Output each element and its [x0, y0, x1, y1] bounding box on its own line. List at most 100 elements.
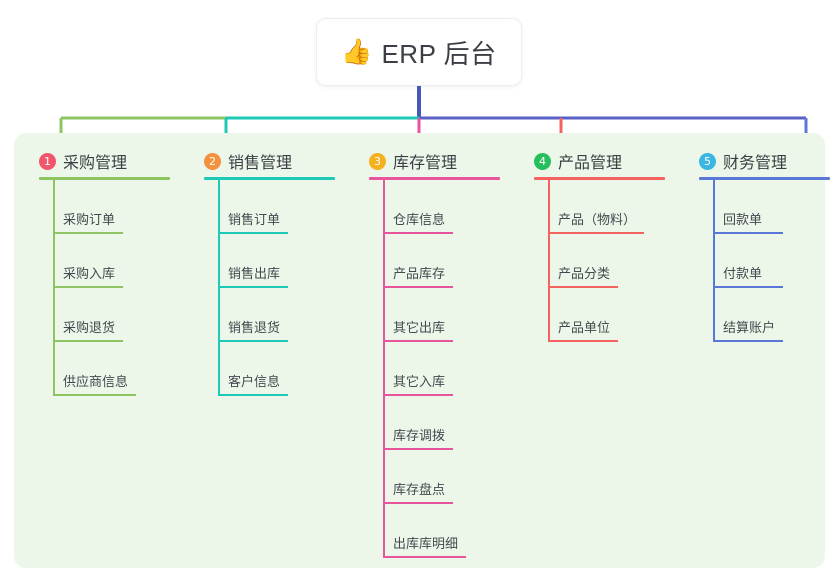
branch-header[interactable]: 5 财务管理: [687, 142, 839, 180]
branch-item[interactable]: 仓库信息: [357, 180, 517, 234]
branch-item-underline: [548, 340, 618, 342]
branches-panel: [14, 133, 825, 568]
branch-item-underline: [383, 448, 453, 450]
branch-column: 1 采购管理采购订单采购入库采购退货供应商信息: [27, 142, 187, 396]
branch-item[interactable]: 库存盘点: [357, 450, 517, 504]
branch-item-label: 回款单: [723, 212, 763, 227]
branch-item-list: 销售订单销售出库销售退货客户信息: [192, 180, 352, 396]
branch-item-label: 采购入库: [63, 266, 116, 281]
branch-item[interactable]: 产品（物料）: [522, 180, 682, 234]
branch-item-label: 采购订单: [63, 212, 116, 227]
branch-item[interactable]: 采购入库: [27, 234, 187, 288]
branch-item[interactable]: 库存调拨: [357, 396, 517, 450]
branch-number-badge: 2: [204, 152, 221, 170]
branch-column: 4 产品管理产品（物料） 产品分类产品单位: [522, 142, 682, 342]
branch-item-underline: [53, 232, 123, 234]
branch-item-list: 仓库信息产品库存其它出库其它入库库存调拨库存盘点出库库明细: [357, 180, 517, 558]
branch-column: 2 销售管理销售订单销售出库销售退货客户信息: [192, 142, 352, 396]
branch-item-label: 产品（物料）: [558, 212, 637, 227]
branch-item-underline: [713, 340, 783, 342]
branch-item[interactable]: 销售订单: [192, 180, 352, 234]
branch-item[interactable]: 销售退货: [192, 288, 352, 342]
branch-item-label: 付款单: [723, 266, 763, 281]
branch-header[interactable]: 4 产品管理: [522, 142, 682, 180]
branch-item[interactable]: 销售出库: [192, 234, 352, 288]
branch-column: 5 财务管理回款单付款单结算账户: [687, 142, 839, 342]
branch-item-label: 结算账户: [723, 320, 776, 335]
branch-item-label: 出库库明细: [393, 536, 459, 551]
branch-item-list: 回款单付款单结算账户: [687, 180, 839, 342]
branch-header[interactable]: 1 采购管理: [27, 142, 187, 180]
branch-item-underline: [218, 340, 288, 342]
branch-header[interactable]: 2 销售管理: [192, 142, 352, 180]
branch-item-underline: [713, 232, 783, 234]
branch-title: 采购管理: [63, 155, 128, 172]
branch-item-underline: [383, 340, 453, 342]
branch-number-badge: 1: [39, 152, 56, 170]
branch-item-underline: [383, 232, 453, 234]
branch-header-underline: [39, 177, 170, 180]
branch-item-label: 其它入库: [393, 374, 446, 389]
branch-number-badge: 3: [369, 152, 386, 170]
branch-item-underline: [53, 394, 136, 396]
branch-item-label: 产品库存: [393, 266, 446, 281]
branch-title: 销售管理: [228, 155, 293, 172]
branch-item-label: 产品单位: [558, 320, 611, 335]
branch-spine: [548, 180, 550, 342]
branch-header-underline: [204, 177, 335, 180]
branch-item[interactable]: 产品库存: [357, 234, 517, 288]
branch-item-label: 库存调拨: [393, 428, 446, 443]
branch-spine: [218, 180, 220, 396]
branch-item-underline: [713, 286, 783, 288]
branch-spine: [713, 180, 715, 342]
branch-item-label: 销售出库: [228, 266, 281, 281]
branch-item[interactable]: 其它入库: [357, 342, 517, 396]
branch-item-underline: [383, 286, 453, 288]
branch-header-underline: [369, 177, 500, 180]
branch-number-badge: 4: [534, 152, 551, 170]
branch-spine: [383, 180, 385, 558]
branch-item-underline: [218, 232, 288, 234]
branch-item-label: 仓库信息: [393, 212, 446, 227]
branch-header-underline: [699, 177, 830, 180]
branch-item-label: 库存盘点: [393, 482, 446, 497]
branch-item[interactable]: 结算账户: [687, 288, 839, 342]
branch-item-underline: [218, 394, 288, 396]
branch-item[interactable]: 采购退货: [27, 288, 187, 342]
branch-item-underline: [548, 232, 644, 234]
branch-header-underline: [534, 177, 665, 180]
branch-item-label: 客户信息: [228, 374, 281, 389]
branch-title: 库存管理: [393, 155, 458, 172]
branch-column: 3 库存管理仓库信息产品库存其它出库其它入库库存调拨库存盘点出库库明细: [357, 142, 517, 558]
branch-item[interactable]: 客户信息: [192, 342, 352, 396]
branch-title: 产品管理: [558, 155, 623, 172]
branch-item-list: 产品（物料） 产品分类产品单位: [522, 180, 682, 342]
branch-item-label: 其它出库: [393, 320, 446, 335]
branch-item-underline: [383, 394, 453, 396]
branch-item[interactable]: 其它出库: [357, 288, 517, 342]
branch-item-label: 产品分类: [558, 266, 611, 281]
branch-item[interactable]: 采购订单: [27, 180, 187, 234]
branch-item-label: 销售订单: [228, 212, 281, 227]
branch-item-underline: [548, 286, 618, 288]
branch-item[interactable]: 产品单位: [522, 288, 682, 342]
branch-item-label: 销售退货: [228, 320, 281, 335]
branch-item[interactable]: 付款单: [687, 234, 839, 288]
branch-item-underline: [53, 286, 123, 288]
branch-item-label: 供应商信息: [63, 374, 129, 389]
branch-number-badge: 5: [699, 152, 716, 170]
branch-item-label: 采购退货: [63, 320, 116, 335]
branch-spine: [53, 180, 55, 396]
branch-header[interactable]: 3 库存管理: [357, 142, 517, 180]
branch-title: 财务管理: [723, 155, 788, 172]
root-node[interactable]: 👍 ERP 后台: [316, 18, 522, 86]
branch-item[interactable]: 产品分类: [522, 234, 682, 288]
branch-item[interactable]: 供应商信息: [27, 342, 187, 396]
branch-item[interactable]: 出库库明细: [357, 504, 517, 558]
branch-item-underline: [383, 502, 453, 504]
branch-item-underline: [383, 556, 466, 558]
branch-item[interactable]: 回款单: [687, 180, 839, 234]
branch-item-underline: [218, 286, 288, 288]
branch-item-list: 采购订单采购入库采购退货供应商信息: [27, 180, 187, 396]
